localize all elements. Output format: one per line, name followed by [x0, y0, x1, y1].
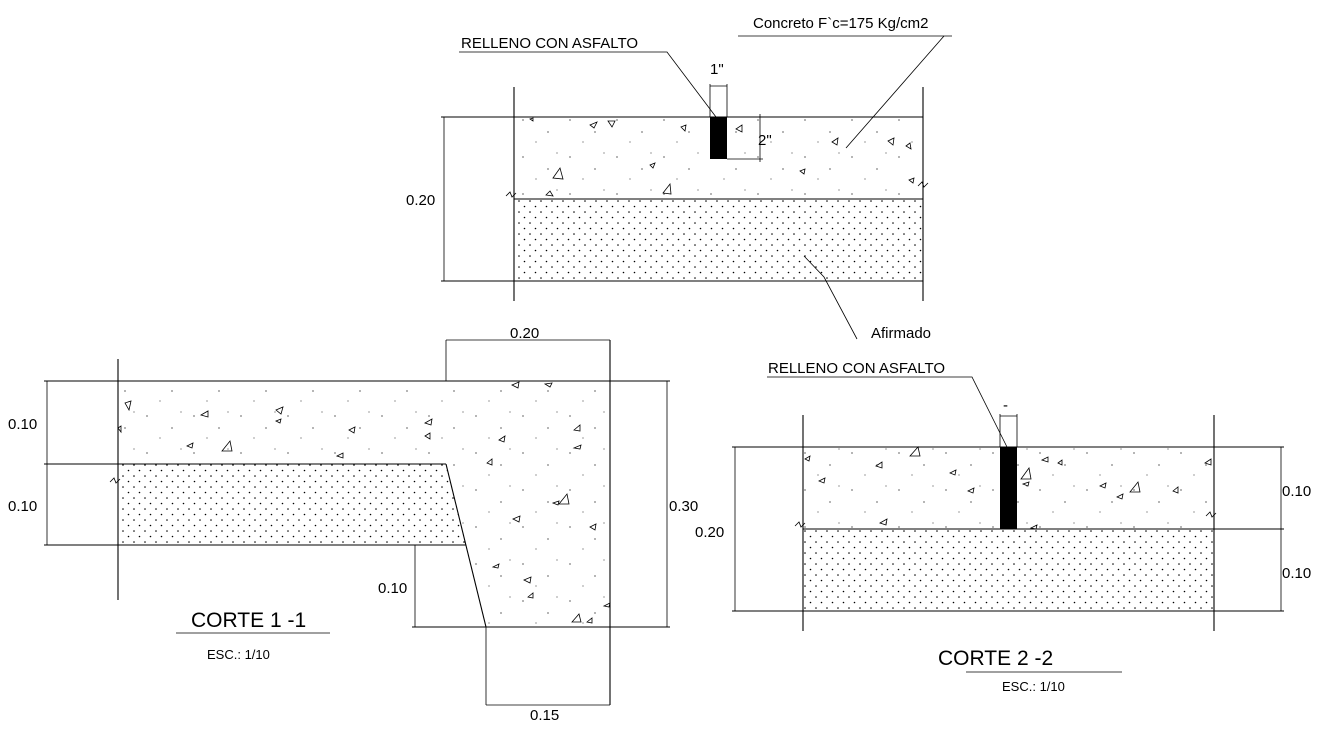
- corte1-dim-top-width: 0.20: [510, 325, 539, 342]
- top-aggregate-marks: [529, 117, 915, 197]
- label-relleno-top: RELLENO CON ASFALTO: [461, 35, 638, 52]
- asphalt-joint: [710, 117, 727, 159]
- dim-joint-depth: 2": [758, 132, 772, 149]
- corte1-concrete-fill: [118, 381, 610, 627]
- dim-joint-width: 1": [710, 61, 724, 78]
- corte1-dim-step: 0.10: [378, 580, 407, 597]
- label-afirmado: Afirmado: [871, 325, 931, 342]
- corte2-title: CORTE 2 -2: [938, 647, 1053, 670]
- afirmado-base-fill: [514, 199, 923, 281]
- corte1-dim-upper-layer: 0.10: [8, 416, 37, 433]
- corte2-aggregate-marks: [804, 446, 1212, 530]
- corte1-dim-total-height: 0.30: [669, 498, 698, 515]
- corte2-dim-height: 0.20: [695, 524, 724, 541]
- corte-2-section: RELLENO CON ASFALTO - 0.20 0.10 0.10 COR…: [695, 360, 1311, 694]
- corte1-title: CORTE 1 -1: [191, 609, 306, 632]
- corte2-asphalt-joint: [1000, 447, 1017, 529]
- corte-1-section: 0.20 0.10 0.10 0.30 0.10 0.15 CORTE 1 -1…: [8, 325, 698, 724]
- corte1-aggregate-marks: [117, 381, 611, 624]
- corte1-dim-bottom-width: 0.15: [530, 707, 559, 724]
- label-concreto: Concreto F`c=175 Kg/cm2: [753, 15, 929, 32]
- top-joint-detail: RELLENO CON ASFALTO Concreto F`c=175 Kg/…: [406, 15, 952, 342]
- corte2-scale: ESC.: 1/10: [1002, 679, 1065, 694]
- corte2-label-relleno: RELLENO CON ASFALTO: [768, 360, 945, 377]
- corte2-dim-upper-layer: 0.10: [1282, 483, 1311, 500]
- corte1-afirmado-fill: [118, 464, 466, 545]
- corte1-scale: ESC.: 1/10: [207, 647, 270, 662]
- corte2-dim-lower-layer: 0.10: [1282, 565, 1311, 582]
- corte2-afirmado-fill: [803, 529, 1214, 611]
- dim-top-height: 0.20: [406, 192, 435, 209]
- corte2-dim-joint: -: [1003, 397, 1008, 414]
- corte1-dim-lower-layer: 0.10: [8, 498, 37, 515]
